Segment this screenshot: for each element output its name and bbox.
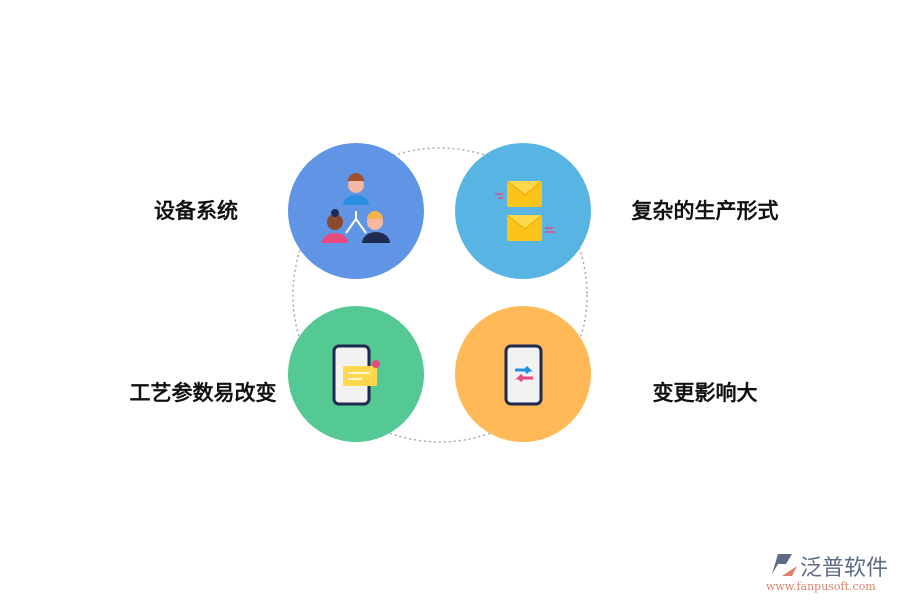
phone-message-icon xyxy=(332,344,380,406)
circle-equipment xyxy=(288,143,424,279)
label-equipment: 设备系统 xyxy=(154,199,238,223)
label-production: 复杂的生产形式 xyxy=(631,199,779,223)
envelopes-icon xyxy=(495,180,555,241)
logo-name: 泛普软件 xyxy=(800,556,889,581)
label-change: 变更影响大 xyxy=(652,381,758,405)
label-process: 工艺参数易改变 xyxy=(129,381,277,405)
phone-transfer-icon xyxy=(504,344,543,406)
logo-mark-icon xyxy=(772,554,797,576)
circle-process xyxy=(288,306,424,442)
people-hierarchy-icon xyxy=(322,173,390,243)
logo-url: www.fanpusoft.com xyxy=(766,580,876,593)
circle-change xyxy=(455,306,591,442)
circle-production xyxy=(455,143,591,279)
